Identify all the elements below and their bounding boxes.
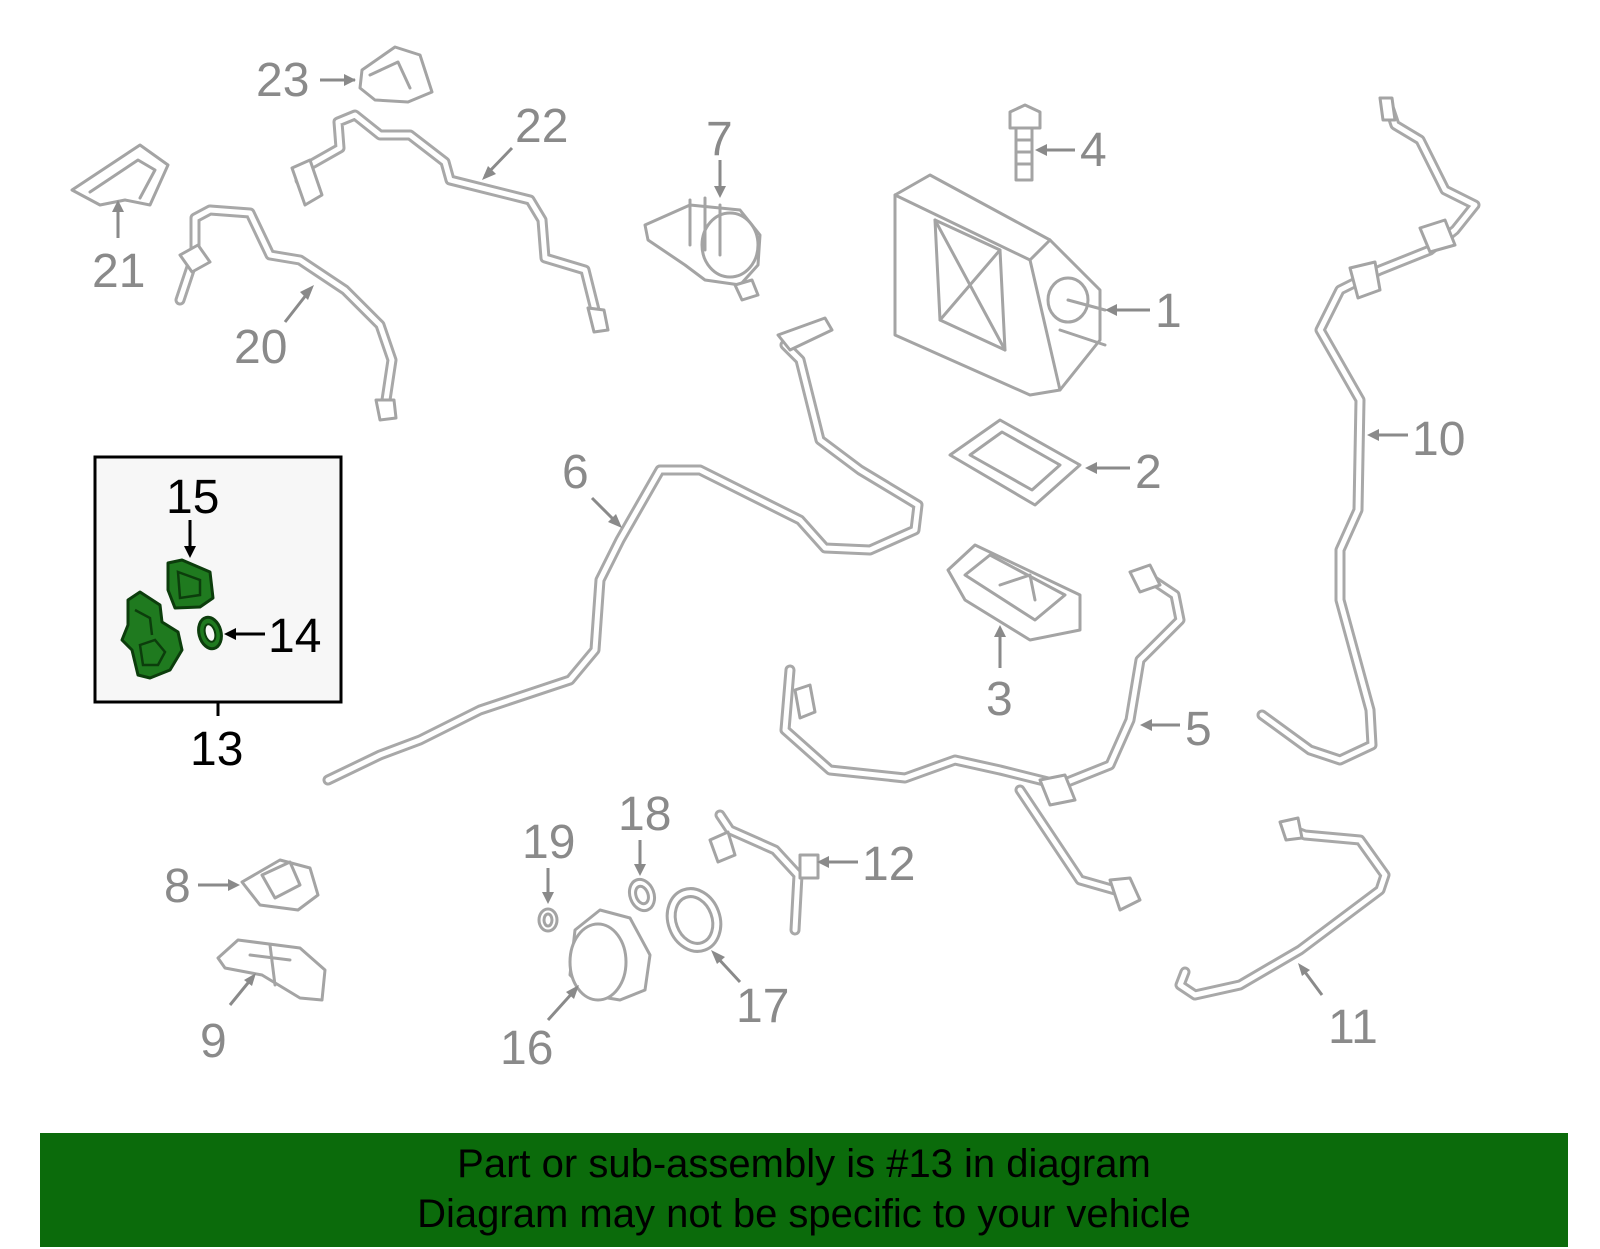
part-11-hose[interactable] <box>1174 816 1391 1001</box>
subassembly-13-box[interactable]: 15 14 <box>93 455 343 704</box>
callout-22: 22 <box>515 100 568 153</box>
part-21-bracket[interactable] <box>70 143 170 207</box>
arrowhead-11 <box>1298 963 1310 976</box>
callout-2: 2 <box>1135 446 1162 499</box>
arrowhead-5 <box>1140 719 1152 731</box>
part-22-vapor-tube[interactable] <box>290 109 610 334</box>
arrowhead-17 <box>711 950 725 964</box>
callout-8: 8 <box>164 860 191 913</box>
part-6-vapor-hose[interactable] <box>322 316 924 786</box>
banner-line-2: Diagram may not be specific to your vehi… <box>417 1192 1191 1236</box>
part-5-hose[interactable] <box>779 563 1186 912</box>
part-18-oring[interactable] <box>625 876 658 914</box>
callout-23: 23 <box>256 54 309 107</box>
part-2-filter[interactable] <box>948 418 1082 507</box>
callout-16: 16 <box>500 1022 553 1075</box>
arrowhead-20 <box>300 285 314 300</box>
arrowhead-16 <box>566 985 579 999</box>
callout-17: 17 <box>736 980 789 1033</box>
callout-12: 12 <box>862 838 915 891</box>
callout-14: 14 <box>268 610 321 663</box>
callout-7: 7 <box>706 113 733 166</box>
arrowhead-18 <box>634 864 646 876</box>
part-20-hose[interactable] <box>174 204 398 422</box>
arrowhead-23 <box>344 74 356 86</box>
arrowhead-2 <box>1085 462 1097 474</box>
part-16-pump[interactable] <box>568 908 652 1002</box>
arrowhead-14 <box>224 628 236 640</box>
part-9-plate[interactable] <box>216 938 327 1002</box>
part-1-canister[interactable] <box>893 173 1107 397</box>
part-13-highlighted[interactable] <box>120 590 184 680</box>
arrowhead-8 <box>228 879 240 891</box>
callout-20: 20 <box>234 321 287 374</box>
callout-15: 15 <box>166 471 219 524</box>
callout-11: 11 <box>1328 1001 1378 1054</box>
info-banner: Part or sub-assembly is #13 in diagram D… <box>40 1133 1568 1247</box>
arrowhead-7 <box>714 186 726 198</box>
callout-3: 3 <box>986 673 1013 726</box>
callout-9: 9 <box>200 1015 227 1068</box>
part-4-bolt[interactable] <box>1008 103 1042 182</box>
callout-4: 4 <box>1080 124 1107 177</box>
part-19-oring[interactable] <box>537 907 559 933</box>
part-8-bracket[interactable] <box>240 858 320 912</box>
arrowhead-15 <box>184 546 196 558</box>
arrowhead-21 <box>112 200 124 212</box>
callout-13: 13 <box>190 723 243 776</box>
callout-6: 6 <box>562 446 589 499</box>
part-17-seal[interactable] <box>659 881 730 959</box>
arrowhead-12 <box>817 856 829 868</box>
arrowhead-6 <box>608 514 622 528</box>
callout-19: 19 <box>522 816 575 869</box>
arrowhead-22 <box>482 166 496 180</box>
part-12-tube[interactable] <box>708 809 820 936</box>
arrowhead-9 <box>244 973 256 986</box>
arrowhead-4 <box>1035 144 1047 156</box>
callout-18: 18 <box>618 788 671 841</box>
arrowhead-1 <box>1105 304 1117 316</box>
callout-10: 10 <box>1412 413 1465 466</box>
part-23-clip[interactable] <box>358 45 434 104</box>
part-14-highlighted[interactable] <box>195 615 225 652</box>
banner-line-1: Part or sub-assembly is #13 in diagram <box>457 1142 1151 1186</box>
arrowhead-10 <box>1367 429 1379 441</box>
callout-21: 21 <box>92 245 145 298</box>
part-15-highlighted[interactable] <box>166 558 215 610</box>
arrowhead-3 <box>994 625 1006 637</box>
part-3-housing[interactable] <box>946 543 1082 642</box>
callout-1: 1 <box>1155 285 1182 338</box>
arrowhead-19 <box>542 892 554 904</box>
part-10-tube[interactable] <box>1256 96 1481 766</box>
callout-5: 5 <box>1185 703 1212 756</box>
part-7-purge-valve[interactable] <box>643 196 762 302</box>
